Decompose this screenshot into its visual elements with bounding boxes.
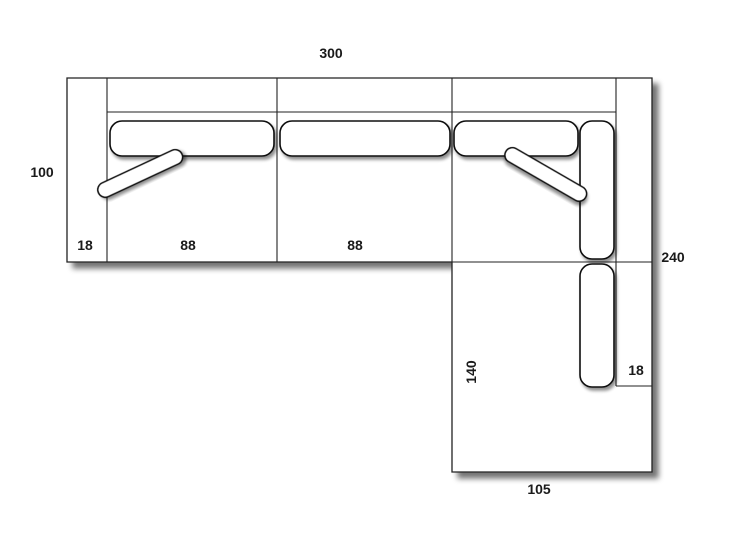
dim-chaise-width: 105 bbox=[527, 481, 551, 497]
sofa-outline bbox=[66, 77, 653, 473]
dim-total-depth: 240 bbox=[661, 249, 685, 265]
side-cushion-lower bbox=[579, 263, 615, 388]
back-cushion-2 bbox=[279, 120, 451, 157]
dim-chaise-length: 140 bbox=[463, 360, 479, 384]
dim-total-width: 300 bbox=[319, 45, 343, 61]
back-cushion-1 bbox=[109, 120, 275, 157]
dim-seat-2: 88 bbox=[347, 237, 363, 253]
dim-armrest-right: 18 bbox=[628, 362, 644, 378]
headrest-left bbox=[97, 148, 184, 199]
headrest-right bbox=[504, 146, 588, 202]
dim-armrest-left: 18 bbox=[77, 237, 93, 253]
dim-depth: 100 bbox=[30, 164, 54, 180]
dim-seat-1: 88 bbox=[180, 237, 196, 253]
